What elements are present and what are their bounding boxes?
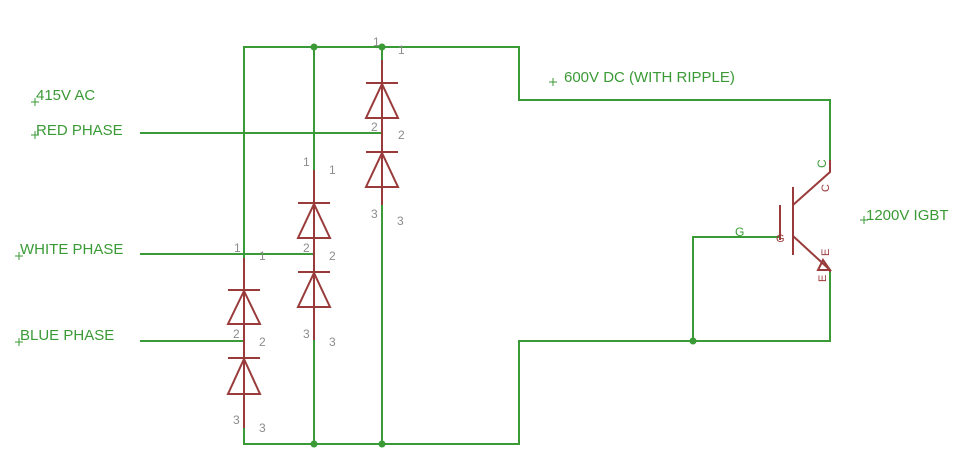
junction-dot [378, 43, 386, 51]
dc-positive-bus-wire [243, 46, 831, 161]
junction-dot [689, 337, 697, 345]
dc-negative-bus-wire [243, 271, 831, 445]
lower-diode-icon [296, 270, 332, 308]
pin-number: 2 [329, 249, 336, 263]
net-labels: 415V AC RED PHASE WHITE PHASE BLUE PHASE… [15, 69, 949, 346]
blue-phase-label: BLUE PHASE [20, 327, 114, 344]
igbt-collector-pin-label: C [820, 184, 832, 192]
diode-pair-blue-phase: 1 1 2 2 3 3 [226, 241, 266, 435]
diode-pair-white-phase: 1 1 2 2 3 3 [296, 155, 336, 349]
pin-number: 1 [398, 43, 405, 57]
diode-pair-red-phase: 1 1 2 2 3 3 [364, 35, 405, 228]
gate-drive-wire [692, 236, 780, 342]
pin-number: 3 [371, 207, 378, 221]
upper-diode-icon [364, 81, 400, 119]
pin-number: 3 [329, 335, 336, 349]
igbt-collector-pad-label: C [815, 159, 829, 168]
igbt-collector-lead [792, 160, 831, 206]
pin-number: 1 [234, 241, 241, 255]
red-phase-label: RED PHASE [36, 122, 123, 139]
igbt-emitter-pin-label: E [817, 275, 829, 282]
pin-number: 2 [371, 120, 378, 134]
lower-diode-icon [364, 150, 400, 188]
pin-number: 3 [397, 214, 404, 228]
pin-number: 1 [303, 155, 310, 169]
igbt-gate-pad-label: G [735, 225, 744, 239]
pin-number: 3 [233, 413, 240, 427]
dc-bus-label: 600V DC (WITH RIPPLE) [564, 69, 735, 86]
igbt-transistor: G C E E G C [735, 159, 832, 282]
junction-dot [310, 43, 318, 51]
pin-number: 2 [259, 335, 266, 349]
pin-number: 3 [259, 421, 266, 435]
pin-number: 2 [398, 128, 405, 142]
pin-number: 1 [259, 249, 266, 263]
igbt-emitter-arrow-icon [816, 258, 832, 271]
junctions [310, 43, 697, 448]
pin-number: 3 [303, 327, 310, 341]
upper-diode-icon [226, 288, 262, 325]
pin-number: 2 [303, 241, 310, 255]
ac-supply-label: 415V AC [36, 87, 95, 104]
pin-number: 1 [329, 163, 336, 177]
pin-number: 2 [233, 327, 240, 341]
junction-dot [378, 440, 386, 448]
white-phase-label: WHITE PHASE [20, 241, 123, 258]
igbt-label: 1200V IGBT [866, 207, 949, 224]
igbt-gate-pin-label: G [776, 233, 785, 245]
pin-number: 1 [373, 35, 380, 49]
upper-diode-icon [296, 201, 332, 239]
junction-dot [310, 440, 318, 448]
igbt-emitter-pin-label: E [820, 249, 832, 256]
lower-diode-icon [226, 356, 262, 395]
